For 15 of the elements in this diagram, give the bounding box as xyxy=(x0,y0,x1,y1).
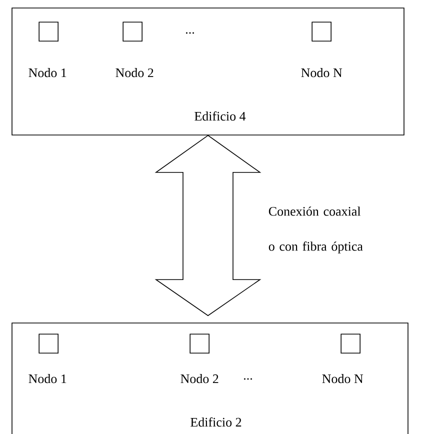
node-label: Nodo 2 xyxy=(180,374,218,384)
computer-node: Nodo 1 xyxy=(28,22,66,78)
computer-node: Nodo 2 xyxy=(116,22,154,78)
node-label: Nodo 1 xyxy=(28,374,66,384)
node-label: Nodo 2 xyxy=(116,68,154,78)
computer-node: Nodo N xyxy=(301,22,342,78)
edge-label: Conexión coaxial o con fibra óptica xyxy=(268,206,363,254)
node-label: Nodo N xyxy=(322,374,364,384)
computer-node: Nodo 2 xyxy=(180,334,218,384)
node-label: Nodo N xyxy=(301,68,342,78)
computer-node: Nodo N xyxy=(322,334,364,384)
ellipsis-label: ... xyxy=(186,32,194,34)
computer-node: Nodo 1 xyxy=(28,334,66,384)
node-label: Nodo 1 xyxy=(28,68,66,78)
ellipsis-label: ... xyxy=(244,378,252,380)
